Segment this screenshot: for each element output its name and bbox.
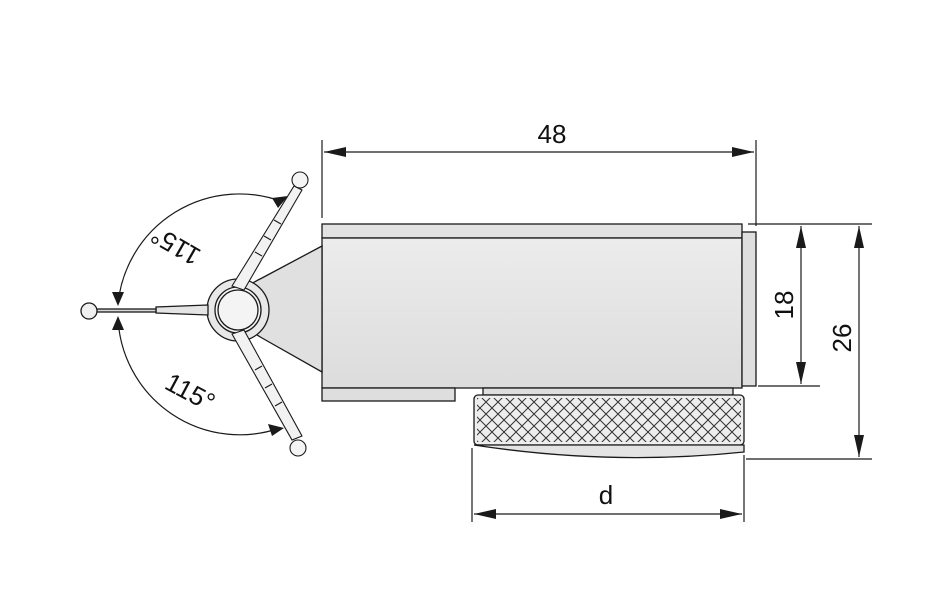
angle-arrowheads	[112, 196, 288, 436]
dimension-diameter	[471, 448, 745, 522]
dimension-inner-height	[748, 223, 820, 387]
length-label: 48	[538, 119, 567, 149]
inner-height-label: 18	[769, 291, 799, 320]
dimension-length	[321, 140, 757, 226]
stylus-lower	[231, 329, 307, 457]
angle-lower-label: 115°	[160, 367, 220, 418]
stylus-horizontal	[80, 302, 209, 320]
total-height-label: 26	[827, 324, 857, 353]
indicator-body	[321, 223, 757, 402]
dimension-total-height	[746, 223, 872, 460]
angle-arcs	[117, 193, 284, 436]
knurled-wheel	[473, 394, 745, 459]
pivot-arm	[206, 244, 323, 374]
stylus-upper	[231, 171, 309, 291]
diameter-label: d	[599, 480, 613, 510]
